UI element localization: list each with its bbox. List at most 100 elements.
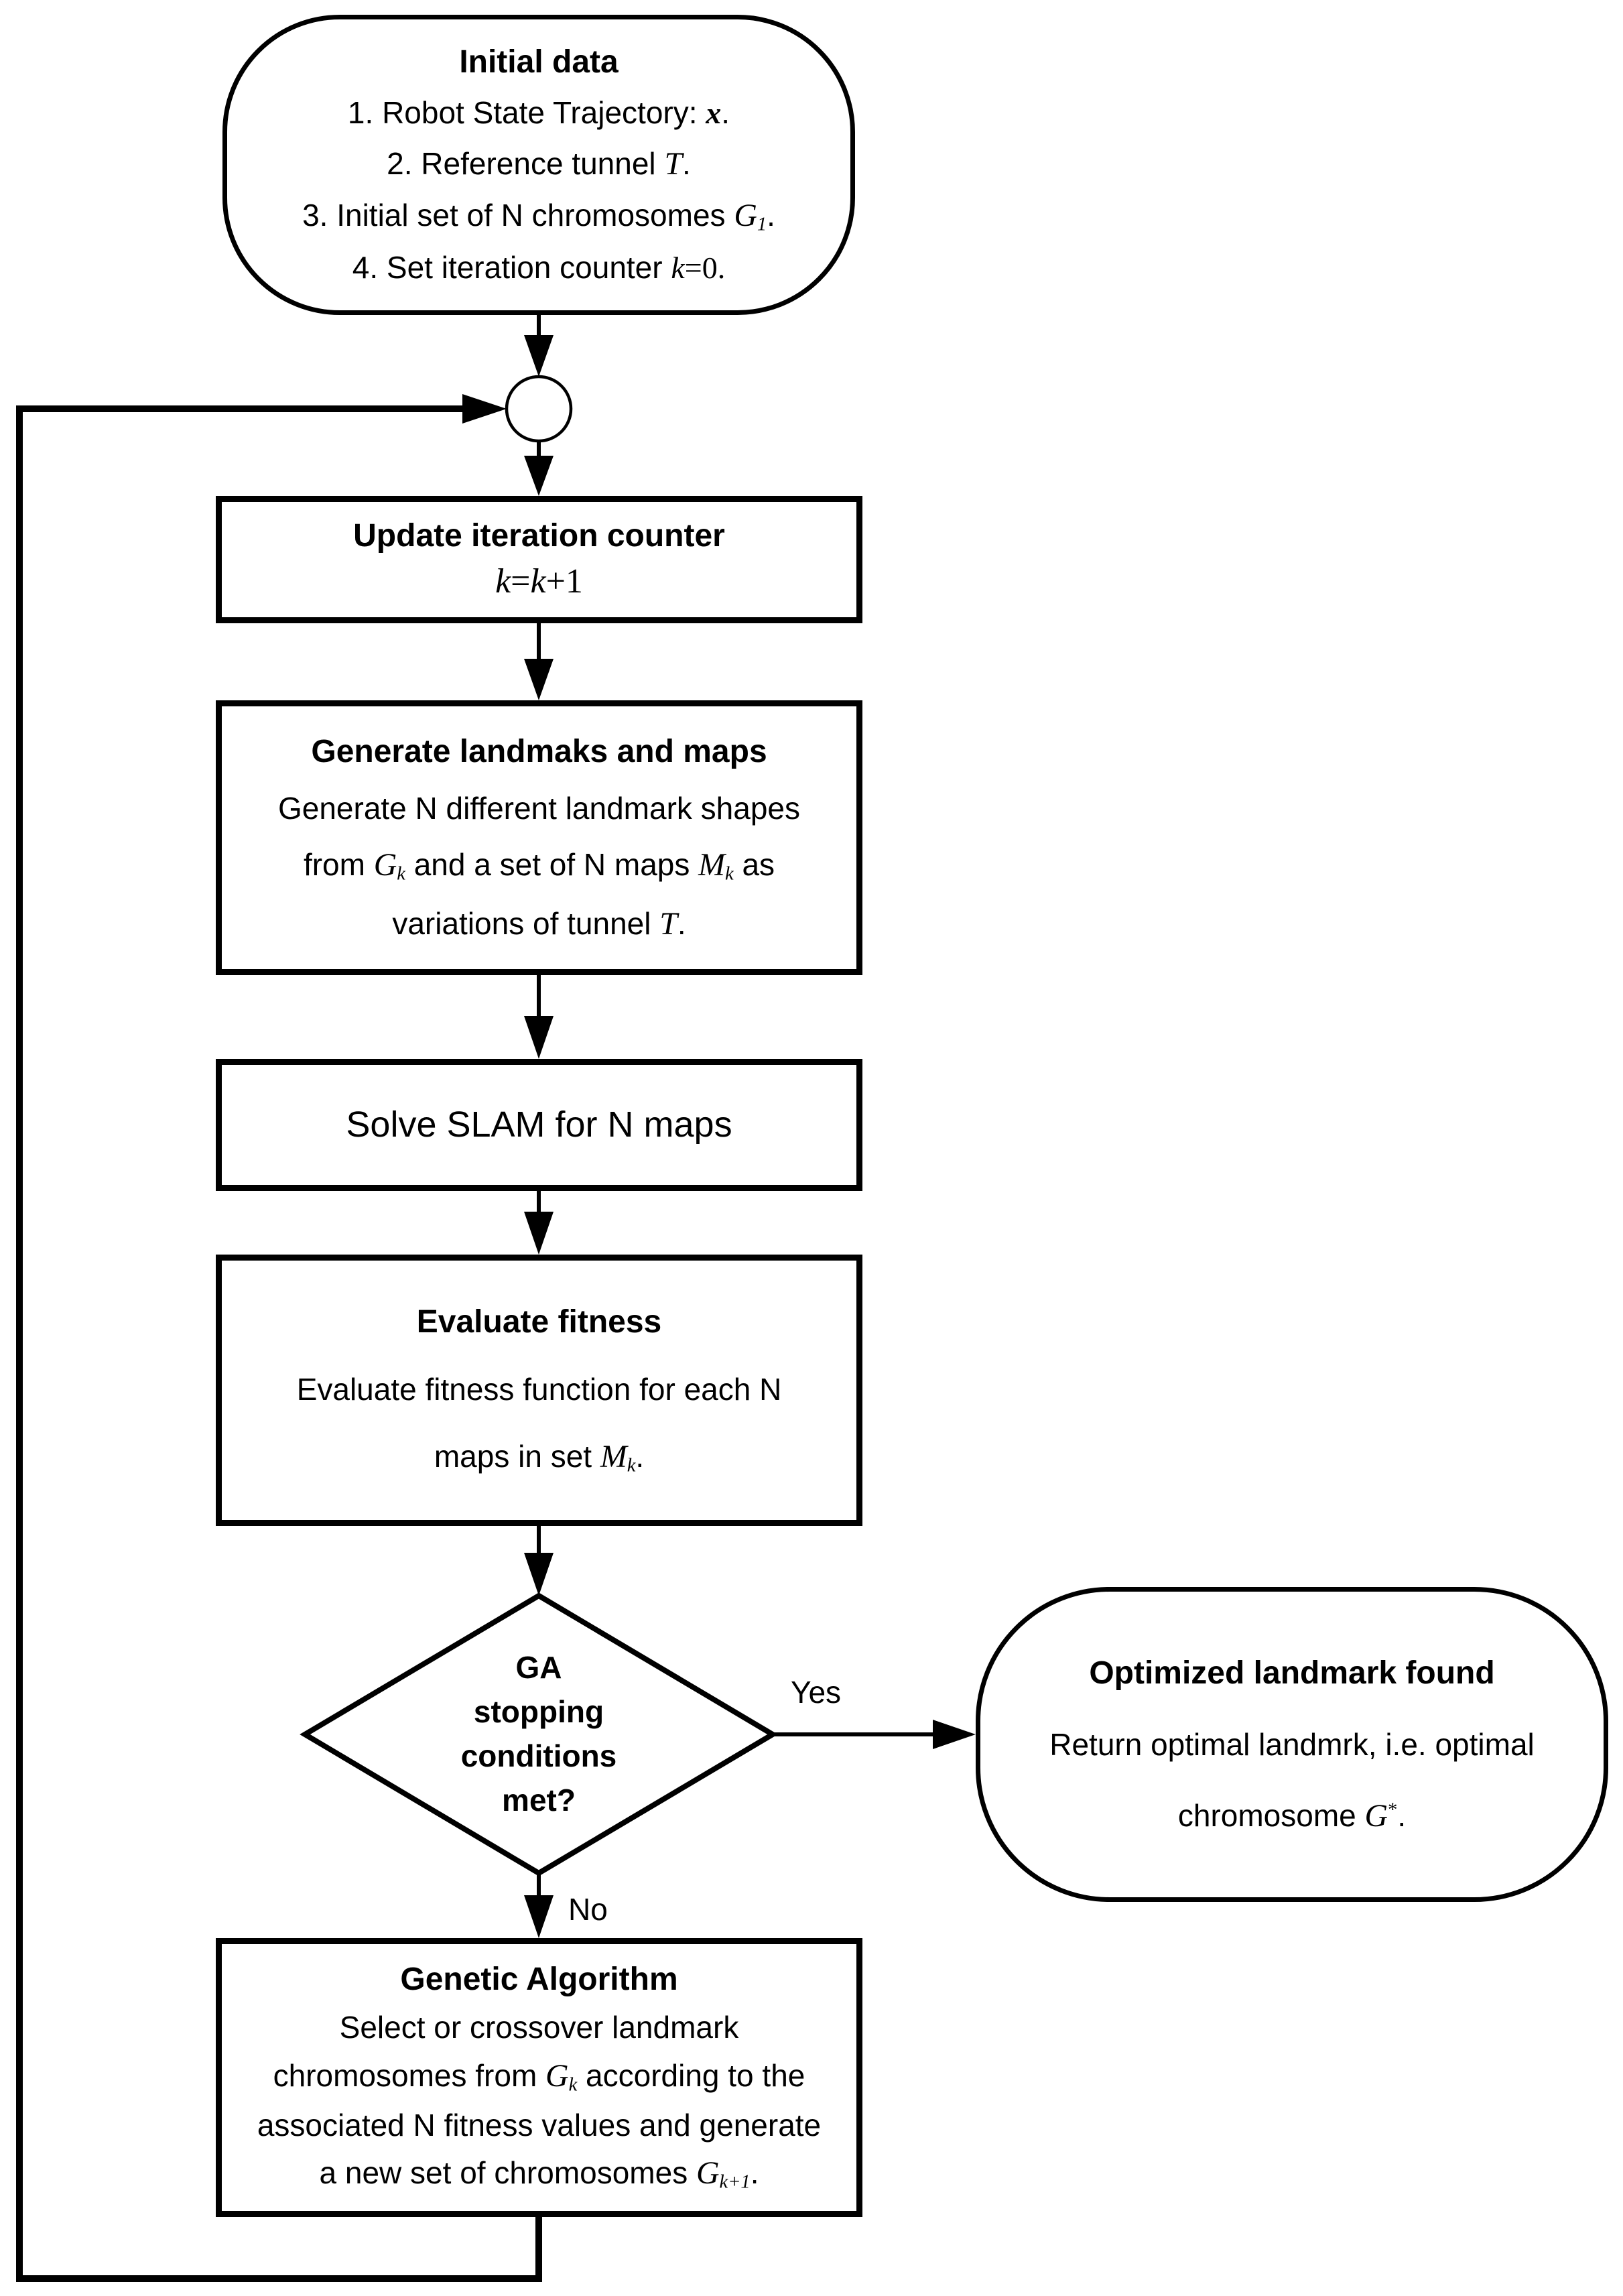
edge-yes-branch bbox=[773, 1732, 933, 1736]
text-segment: . bbox=[750, 2155, 759, 2191]
generate-landmarks-line-2: from Gk and a set of N maps Mk as bbox=[304, 846, 775, 885]
text-segment: x bbox=[706, 95, 722, 130]
text-segment: T bbox=[659, 905, 677, 942]
genetic-algorithm-line-2: chromosomes from Gk according to the bbox=[273, 2057, 805, 2096]
arrowhead-start-to-junction bbox=[524, 335, 554, 377]
edge-junction-to-update bbox=[537, 441, 541, 458]
text-segment: a new set of chromosomes bbox=[319, 2155, 696, 2191]
text-segment: maps in set bbox=[434, 1438, 600, 1474]
edge-start-to-junction bbox=[537, 315, 541, 338]
text-segment: . bbox=[677, 905, 686, 941]
edge-loop-bottom bbox=[16, 2275, 542, 2282]
text-segment: chromosomes from bbox=[273, 2057, 546, 2093]
text-segment: k bbox=[671, 251, 685, 285]
optimized-landmark-terminator: Optimized landmark found Return optimal … bbox=[976, 1587, 1608, 1902]
genetic-algorithm-line-4: a new set of chromosomes Gk+1. bbox=[320, 2155, 759, 2193]
solve-slam-box: Solve SLAM for N maps bbox=[216, 1059, 862, 1191]
arrowhead-solve-to-evaluate bbox=[524, 1212, 554, 1255]
text-segment: . bbox=[767, 197, 775, 233]
text-segment: according to the bbox=[577, 2057, 805, 2093]
text-segment: variations of tunnel bbox=[392, 905, 660, 941]
update-counter-title: Update iteration counter bbox=[353, 518, 725, 554]
solve-slam-label: Solve SLAM for N maps bbox=[346, 1104, 732, 1145]
text-segment: from bbox=[303, 846, 374, 882]
decision-line-3: conditions bbox=[460, 1738, 617, 1773]
text-segment: chromosome bbox=[1177, 1797, 1365, 1833]
text-segment: k bbox=[725, 863, 734, 884]
text-segment: as bbox=[733, 846, 775, 882]
evaluate-fitness-line-2: maps in set Mk. bbox=[434, 1438, 644, 1477]
generate-landmarks-line-1: Generate N different landmark shapes bbox=[278, 791, 800, 826]
arrowhead-update-to-generate bbox=[524, 659, 554, 700]
text-segment: k+1 bbox=[719, 2171, 751, 2193]
text-segment: Select or crossover landmark bbox=[339, 2010, 739, 2045]
initial-data-title: Initial data bbox=[459, 44, 619, 80]
text-segment: Generate N different landmark shapes bbox=[277, 790, 801, 826]
genetic-algorithm-line-1: Select or crossover landmark bbox=[340, 2010, 739, 2045]
text-segment: 4. Set iteration counter bbox=[352, 250, 671, 285]
genetic-algorithm-title: Genetic Algorithm bbox=[400, 1962, 678, 1998]
initial-data-terminator: Initial data 1. Robot State Trajectory: … bbox=[222, 15, 855, 315]
text-segment: 2. Reference tunnel bbox=[387, 146, 665, 182]
evaluate-fitness-line-1: Evaluate fitness function for each N bbox=[297, 1372, 782, 1407]
text-segment: . bbox=[635, 1438, 645, 1474]
text-segment: k bbox=[397, 863, 405, 884]
edge-loop-left bbox=[16, 405, 23, 2282]
initial-data-item-1: 1. Robot State Trajectory: x. bbox=[348, 95, 730, 131]
decision-line-4: met? bbox=[502, 1782, 576, 1817]
optimized-landmark-line-1: Return optimal landmrk, i.e. optimal bbox=[1049, 1727, 1535, 1763]
edge-evaluate-to-decision bbox=[537, 1526, 541, 1554]
generate-landmarks-title: Generate landmaks and maps bbox=[311, 734, 767, 770]
text-segment: 3. Initial set of N chromosomes bbox=[302, 197, 734, 233]
edge-solve-to-evaluate bbox=[537, 1191, 541, 1213]
initial-data-item-2: 2. Reference tunnel T. bbox=[387, 145, 691, 182]
arrowhead-generate-to-solve bbox=[524, 1016, 554, 1059]
evaluate-fitness-box: Evaluate fitness Evaluate fitness functi… bbox=[216, 1255, 862, 1526]
arrowhead-no-branch bbox=[524, 1895, 554, 1938]
ga-stopping-decision: GA stopping conditions met? bbox=[405, 1637, 673, 1832]
text-segment: =0. bbox=[684, 251, 726, 285]
decision-line-1: GA bbox=[515, 1650, 562, 1685]
arrowhead-loop-entry bbox=[462, 394, 507, 424]
initial-data-item-3: 3. Initial set of N chromosomes G1. bbox=[302, 197, 775, 236]
genetic-algorithm-box: Genetic Algorithm Select or crossover la… bbox=[216, 1938, 862, 2217]
junction-circle bbox=[505, 375, 573, 443]
text-segment: M bbox=[600, 1438, 627, 1474]
text-segment: T bbox=[664, 146, 683, 182]
text-segment: k bbox=[530, 562, 546, 601]
optimized-landmark-title: Optimized landmark found bbox=[1089, 1655, 1495, 1692]
edge-generate-to-solve bbox=[537, 975, 541, 1017]
update-counter-formula: k=k+1 bbox=[495, 562, 583, 602]
text-segment: k bbox=[627, 1455, 636, 1476]
text-segment: * bbox=[1388, 1799, 1398, 1821]
text-segment: G bbox=[545, 2057, 569, 2094]
text-segment: and a set of N maps bbox=[405, 846, 699, 882]
initial-data-item-4: 4. Set iteration counter k=0. bbox=[352, 250, 726, 286]
text-segment: . bbox=[682, 146, 691, 182]
arrowhead-yes-branch bbox=[933, 1720, 976, 1749]
edge-loop-entry bbox=[16, 405, 464, 412]
text-segment: . bbox=[721, 94, 730, 130]
text-segment: k bbox=[568, 2074, 578, 2095]
edge-loop-tail bbox=[535, 2217, 542, 2282]
edge-no-branch bbox=[537, 1873, 541, 1897]
text-segment: k bbox=[495, 562, 511, 601]
text-segment: G bbox=[696, 2155, 720, 2191]
optimized-landmark-line-2: chromosome G*. bbox=[1178, 1797, 1406, 1834]
text-segment: 1. Robot State Trajectory: bbox=[347, 94, 706, 130]
text-segment: = bbox=[511, 562, 531, 601]
text-segment: 1 bbox=[757, 213, 767, 235]
genetic-algorithm-line-3: associated N fitness values and generate bbox=[257, 2108, 821, 2143]
text-segment: . bbox=[1397, 1797, 1407, 1833]
decision-line-2: stopping bbox=[473, 1694, 604, 1730]
arrowhead-junction-to-update bbox=[524, 456, 554, 496]
text-segment: Return optimal landmrk, i.e. optimal bbox=[1049, 1726, 1535, 1762]
text-segment: associated N fitness values and generate bbox=[257, 2108, 822, 2143]
text-segment: M bbox=[698, 846, 726, 883]
text-segment: G bbox=[373, 846, 397, 883]
text-segment: G bbox=[734, 197, 757, 233]
text-segment: Evaluate fitness function for each N bbox=[296, 1371, 782, 1407]
update-counter-box: Update iteration counter k=k+1 bbox=[216, 496, 862, 623]
